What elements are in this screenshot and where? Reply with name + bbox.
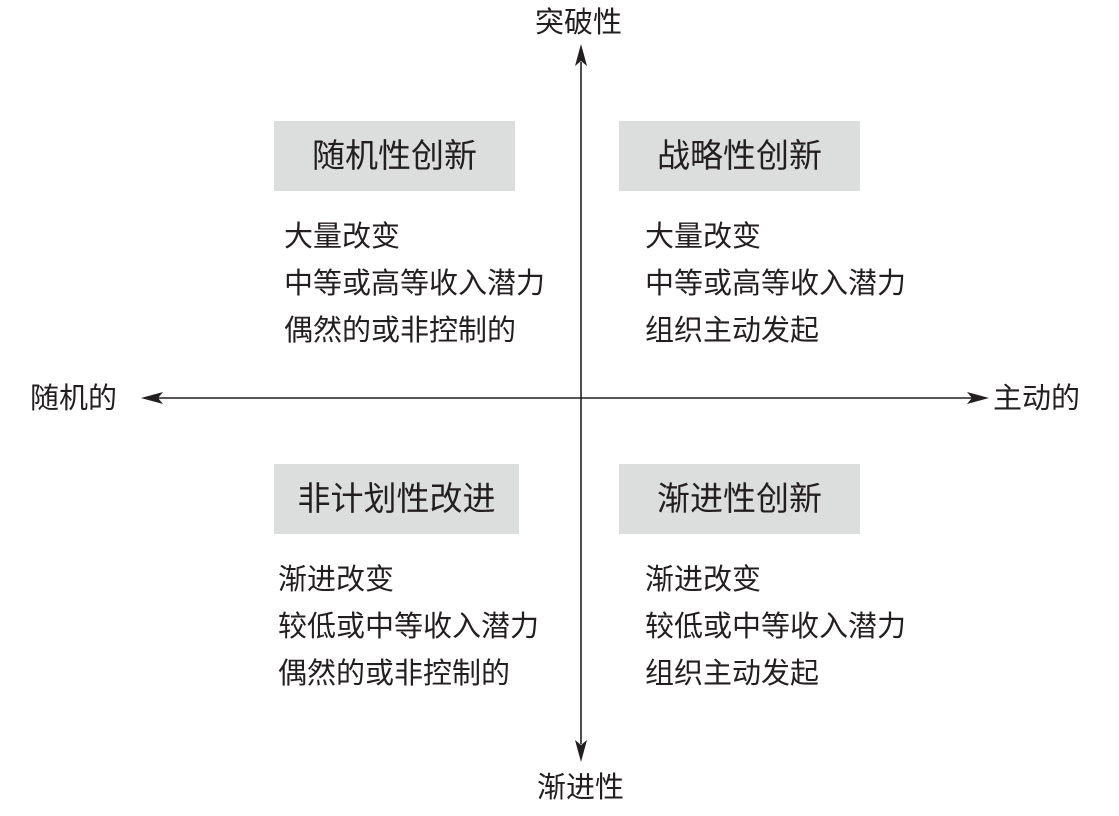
- quadrant-lines: 渐进改变 较低或中等收入潜力 偶然的或非控制的: [278, 556, 539, 697]
- quadrant-title: 非计划性改进: [274, 464, 519, 534]
- quadrant-lines: 渐进改变 较低或中等收入潜力 组织主动发起: [645, 556, 906, 697]
- list-item: 较低或中等收入潜力: [645, 609, 907, 643]
- quadrant-title: 战略性创新: [619, 121, 860, 191]
- list-item: 中等或高等收入潜力: [284, 266, 546, 300]
- list-item: 偶然的或非控制的: [284, 313, 517, 347]
- arrow-right-icon: [967, 392, 989, 404]
- quadrant-top-left: 随机性创新 大量改变 中等或高等收入潜力 偶然的或非控制的: [274, 121, 545, 354]
- axis-label-bottom: 渐进性: [537, 770, 625, 804]
- list-item: 组织主动发起: [645, 313, 820, 347]
- quadrant-top-right: 战略性创新 大量改变 中等或高等收入潜力 组织主动发起: [619, 121, 906, 354]
- axis-label-left: 随机的: [30, 381, 118, 415]
- quadrant-title: 随机性创新: [274, 121, 515, 191]
- arrow-down-icon: [575, 740, 587, 762]
- list-item: 组织主动发起: [645, 656, 820, 690]
- axis-label-right: 主动的: [993, 381, 1081, 415]
- quadrant-lines: 大量改变 中等或高等收入潜力 组织主动发起: [645, 213, 906, 354]
- list-item: 较低或中等收入潜力: [278, 609, 540, 643]
- list-item: 大量改变: [645, 219, 762, 253]
- quadrant-title: 渐进性创新: [619, 464, 860, 534]
- axis-label-top: 突破性: [535, 5, 623, 39]
- arrow-up-icon: [575, 44, 587, 66]
- quadrant-bottom-right: 渐进性创新 渐进改变 较低或中等收入潜力 组织主动发起: [619, 464, 906, 697]
- list-item: 渐进改变: [278, 562, 395, 596]
- arrow-left-icon: [141, 392, 163, 404]
- list-item: 渐进改变: [645, 562, 762, 596]
- quadrant-lines: 大量改变 中等或高等收入潜力 偶然的或非控制的: [284, 213, 545, 354]
- list-item: 大量改变: [284, 219, 401, 253]
- quadrant-bottom-left: 非计划性改进 渐进改变 较低或中等收入潜力 偶然的或非控制的: [274, 464, 539, 697]
- list-item: 偶然的或非控制的: [278, 656, 511, 690]
- list-item: 中等或高等收入潜力: [645, 266, 907, 300]
